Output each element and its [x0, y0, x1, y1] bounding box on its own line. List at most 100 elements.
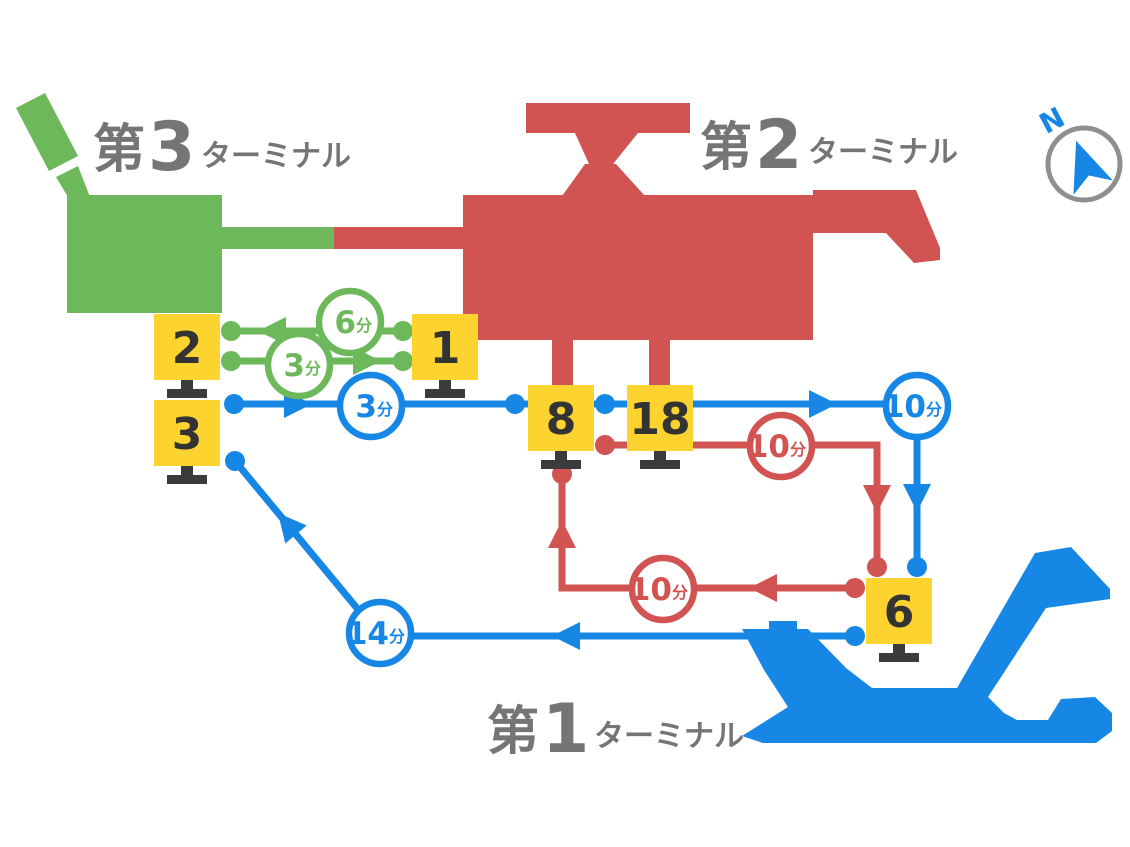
terminal-2-top-pier: [526, 103, 690, 133]
bus-stop-number: 6: [884, 587, 915, 638]
terminal-2-connector-bar: [334, 227, 464, 249]
terminal-2-neck-lower: [562, 164, 645, 196]
bus-stop-pole-icon: [425, 380, 465, 398]
endpoint-dot: [225, 451, 245, 471]
time-badge-circle: [628, 554, 698, 624]
terminal-2-neck-upper: [575, 133, 638, 164]
bus-stop-pole-icon: [640, 451, 680, 469]
time-unit: 分: [926, 400, 942, 419]
time-value: 10: [883, 389, 926, 425]
terminal-1-label-number: 1: [542, 690, 589, 769]
bus-stop-pole-icon: [167, 380, 207, 398]
time-unit: 分: [389, 627, 405, 646]
terminal-3-label-suffix: ターミナル: [201, 139, 351, 174]
arrow-right-icon: [809, 390, 837, 418]
bus-stop-pole-icon: [879, 644, 919, 662]
terminal-2-label-prefix: 第: [700, 118, 752, 178]
terminal-1-label: 第 1 ターミナル: [487, 690, 744, 769]
time-badge-blue-14min: 14 分: [345, 598, 415, 668]
bus-stop-square: [154, 314, 220, 380]
time-badge-blue-10min: 10 分: [882, 371, 952, 441]
bus-stop-square: [866, 578, 932, 644]
time-badge-circle: [336, 371, 406, 441]
route-red-stop8-to-stop6: [605, 441, 881, 567]
endpoint-dot: [393, 351, 413, 371]
route-endpoints: [221, 321, 927, 646]
arrow-up-left-icon: [278, 513, 307, 544]
time-value: 10: [747, 429, 790, 465]
terminal-1-label-suffix: ターミナル: [594, 719, 744, 754]
bus-stop-3: 3: [154, 400, 220, 484]
time-badge-circle: [345, 598, 415, 668]
bus-stop-8: 8: [528, 385, 594, 469]
endpoint-dot: [221, 321, 241, 341]
time-value: 3: [355, 389, 377, 425]
time-badge-red-10min-lower: 10 分: [628, 554, 698, 624]
arrow-up-icon: [548, 520, 576, 548]
time-badge-red-10min-upper: 10 分: [746, 411, 816, 481]
endpoint-dot: [221, 351, 241, 371]
terminal-2-label: 第 2 ターミナル: [700, 106, 958, 185]
endpoint-dot: [595, 435, 615, 455]
bus-stop-number: 18: [629, 394, 690, 445]
arrow-left-icon: [552, 622, 580, 650]
bus-stop-6: 6: [866, 578, 932, 662]
arrow-down-icon: [863, 485, 891, 513]
terminal-3-label-number: 3: [148, 108, 195, 187]
bus-stop-2: 2: [154, 314, 220, 398]
terminal-2-building: [334, 103, 940, 388]
terminal-2-main-building: [463, 195, 813, 340]
time-value: 3: [283, 348, 305, 384]
time-badge-circle: [746, 411, 816, 481]
endpoint-dot: [845, 578, 865, 598]
terminal-2-right-pier: [885, 190, 940, 263]
terminal-3-main-building: [67, 195, 222, 313]
time-badge-circle: [264, 330, 334, 400]
terminal-3-connector-bar: [222, 227, 334, 249]
terminal-3-label: 第 3 ターミナル: [93, 108, 351, 187]
bus-stop-number: 8: [546, 394, 577, 445]
time-unit: 分: [672, 583, 688, 602]
terminal-2-label-number: 2: [755, 106, 802, 185]
compass-needle-icon: [1073, 140, 1113, 195]
endpoint-dot: [845, 626, 865, 646]
bus-stop-18: 18: [627, 385, 693, 469]
time-unit: 分: [377, 400, 393, 419]
terminal-2-leg-to-stop18: [649, 338, 670, 388]
terminal-3-pier-upper: [16, 93, 78, 171]
terminal-1-label-prefix: 第: [487, 702, 539, 762]
terminal-2-label-suffix: ターミナル: [808, 135, 958, 170]
arrow-down-icon: [903, 484, 931, 512]
route-arrows: [258, 317, 931, 650]
endpoint-dot: [867, 557, 887, 577]
terminal-3-building: [16, 93, 334, 313]
bus-stop-square: [154, 400, 220, 466]
terminal-1-building: [742, 547, 1112, 743]
bus-stop-number: 1: [430, 323, 461, 374]
terminal-3-label-prefix: 第: [93, 120, 145, 180]
arrow-left-icon: [749, 574, 777, 602]
bus-stop-pole-icon: [541, 451, 581, 469]
terminal-3-pier-lower: [56, 166, 90, 197]
endpoint-dot: [505, 394, 525, 414]
bus-stop-square: [528, 385, 594, 451]
time-value: 10: [629, 572, 672, 608]
bus-stop-pole-icon: [167, 466, 207, 484]
time-value: 14: [346, 616, 389, 652]
time-unit: 分: [305, 359, 321, 378]
time-badge-blue-3min: 3 分: [336, 371, 406, 441]
time-unit: 分: [790, 440, 806, 459]
time-value: 6: [334, 305, 356, 341]
time-badge-green-6min: 6 分: [315, 287, 385, 357]
terminal-2-leg-to-stop8: [552, 338, 573, 388]
bus-stop-square: [412, 314, 478, 380]
terminal-2-right-band: [813, 190, 890, 233]
endpoint-dot: [393, 321, 413, 341]
endpoint-dot: [595, 394, 615, 414]
endpoint-dot: [907, 557, 927, 577]
time-badge-green-3min: 3 分: [264, 330, 334, 400]
endpoint-dot: [224, 394, 244, 414]
time-badge-circle: [882, 371, 952, 441]
bus-stop-1: 1: [412, 314, 478, 398]
